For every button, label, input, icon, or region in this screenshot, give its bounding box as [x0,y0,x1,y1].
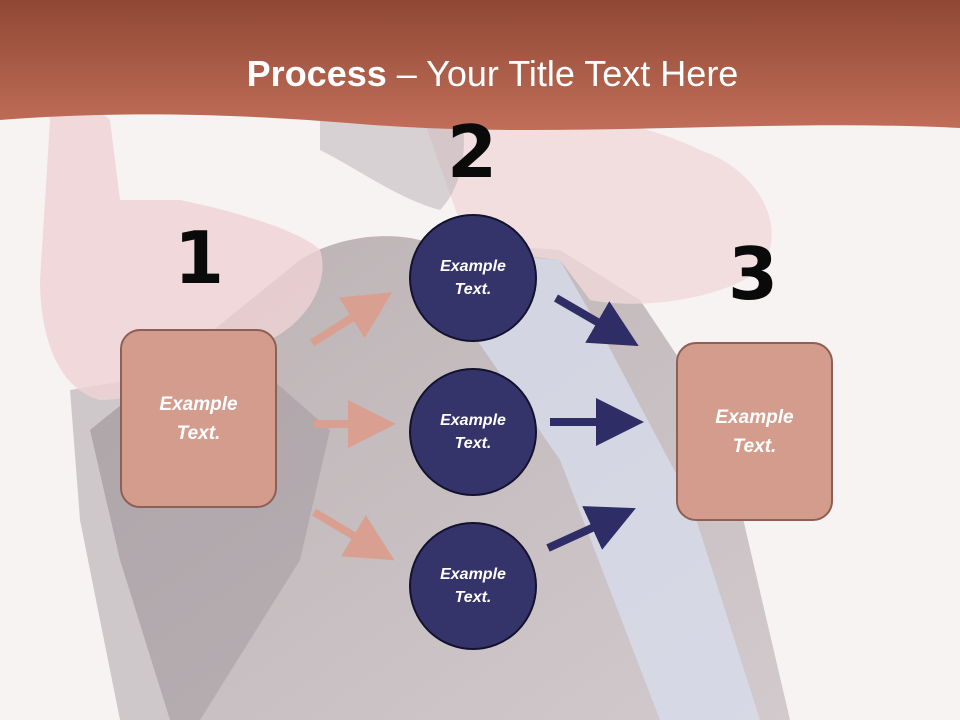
step-number-1: 1 [173,216,225,300]
left-step-box[interactable]: Example Text. [120,329,277,508]
title-rest: – Your Title Text Here [386,53,739,94]
circle-text-top: Example Text. [440,258,506,298]
right-step-box[interactable]: Example Text. [676,342,833,521]
circle-step-bottom[interactable]: Example Text. [409,522,537,650]
circle-step-top[interactable]: Example Text. [409,214,537,342]
page-title: Process – Your Title Text Here [0,52,960,96]
left-step-text: Example Text. [159,393,238,444]
step-number-2: 2 [446,110,498,194]
step-number-3: 3 [727,232,779,316]
circle-text-middle: Example Text. [440,412,506,452]
right-step-text: Example Text. [715,406,794,457]
title-banner [0,0,960,131]
circle-text-bottom: Example Text. [440,566,506,606]
circle-step-middle[interactable]: Example Text. [409,368,537,496]
title-bold: Process [246,53,387,94]
